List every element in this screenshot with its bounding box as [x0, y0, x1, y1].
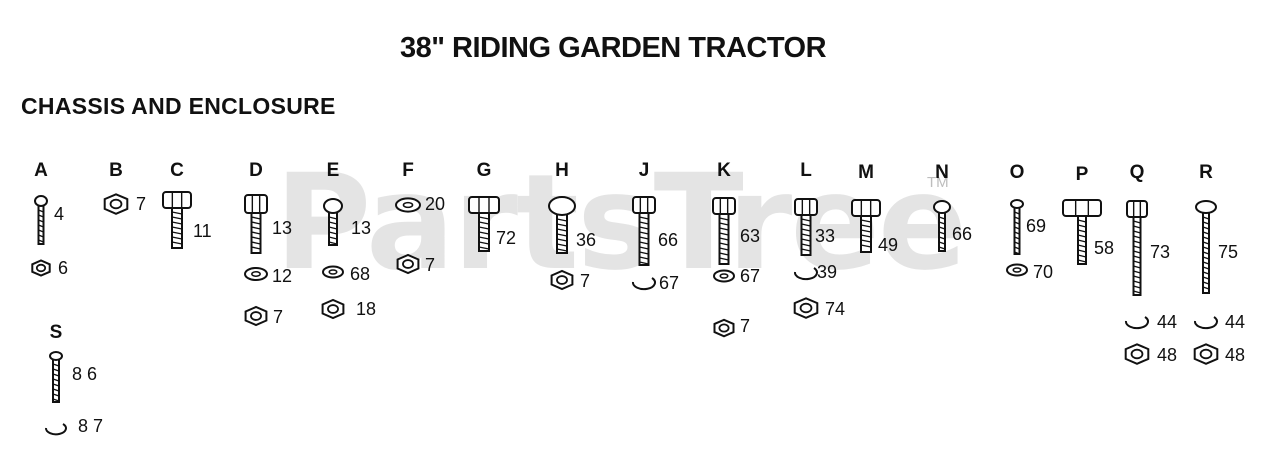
hardware-group-j: [632, 196, 656, 291]
column-label-e: E: [326, 160, 340, 181]
hardware-group-a: [31, 195, 51, 277]
hardware-group-e: [321, 198, 345, 320]
part-number: 75: [1218, 242, 1239, 262]
hardware-group-g: [468, 196, 500, 252]
hardware-group-k: [712, 197, 736, 338]
column-label-s: S: [49, 322, 63, 343]
part-number: 7: [740, 316, 751, 336]
column-label-a: A: [34, 160, 48, 181]
hardware-group-h: [548, 196, 576, 291]
column-label-o: O: [1009, 162, 1025, 183]
part-number: 49: [878, 235, 899, 255]
part-number: 7: [580, 271, 591, 291]
hardware-group-r: [1193, 200, 1219, 365]
part-number: 44: [1157, 312, 1178, 332]
part-number: 66: [658, 230, 679, 250]
part-number: 7: [425, 255, 436, 275]
part-number: 74: [825, 299, 846, 319]
column-label-r: R: [1199, 162, 1213, 183]
part-number: 66: [952, 224, 973, 244]
hardware-group-b: [103, 193, 129, 215]
part-number: 36: [576, 230, 597, 250]
column-label-d: D: [249, 160, 263, 181]
page-title: 38" RIDING GARDEN TRACTOR: [399, 32, 827, 64]
column-label-c: C: [170, 160, 184, 181]
hardware-group-q: [1124, 200, 1150, 365]
hardware-group-p: [1062, 199, 1102, 265]
part-number: 20: [425, 194, 446, 214]
part-number: 8 6: [72, 364, 98, 384]
part-number: 73: [1150, 242, 1171, 262]
part-number: 39: [817, 262, 838, 282]
column-label-j: J: [638, 160, 650, 181]
column-label-m: M: [858, 162, 874, 183]
part-number: 8 7: [78, 416, 104, 436]
column-label-g: G: [476, 160, 492, 181]
part-number: 11: [193, 221, 212, 241]
hardware-group-m: [851, 199, 881, 253]
part-number: 48: [1157, 345, 1178, 365]
part-number: 69: [1026, 216, 1047, 236]
part-number: 67: [659, 273, 680, 293]
hardware-group-f: [395, 197, 421, 275]
part-number: 6: [58, 258, 69, 278]
part-number: 13: [272, 218, 293, 238]
hardware-group-s: [45, 351, 67, 436]
part-number: 68: [350, 264, 371, 284]
part-number: 70: [1033, 262, 1054, 282]
hardware-group-o: [1006, 199, 1028, 277]
part-number: 4: [54, 204, 65, 224]
column-label-k: K: [717, 160, 731, 181]
column-label-n: N: [935, 162, 949, 183]
column-label-f: F: [402, 160, 414, 181]
column-label-h: H: [555, 160, 569, 181]
part-number: 48: [1225, 345, 1246, 365]
part-number: 12: [272, 266, 293, 286]
part-number: 7: [273, 307, 284, 327]
part-number: 72: [496, 228, 517, 248]
trademark-mark: TM: [927, 174, 949, 191]
column-label-p: P: [1075, 164, 1089, 185]
part-number: 63: [740, 226, 761, 246]
part-number: 58: [1094, 238, 1115, 258]
hardware-group-n: [933, 200, 951, 252]
part-number: 67: [740, 266, 761, 286]
hardware-group-l: [793, 198, 819, 319]
part-number: 13: [351, 218, 372, 238]
part-number: 7: [136, 194, 147, 214]
column-label-b: B: [109, 160, 123, 181]
part-number: 44: [1225, 312, 1246, 332]
hardware-group-c: [162, 191, 192, 249]
hardware-group-d: [244, 194, 268, 327]
column-label-l: L: [800, 160, 812, 181]
section-title: CHASSIS AND ENCLOSURE: [21, 93, 336, 119]
column-label-q: Q: [1129, 162, 1145, 183]
part-number: 18: [356, 299, 377, 319]
part-number: 33: [815, 226, 836, 246]
